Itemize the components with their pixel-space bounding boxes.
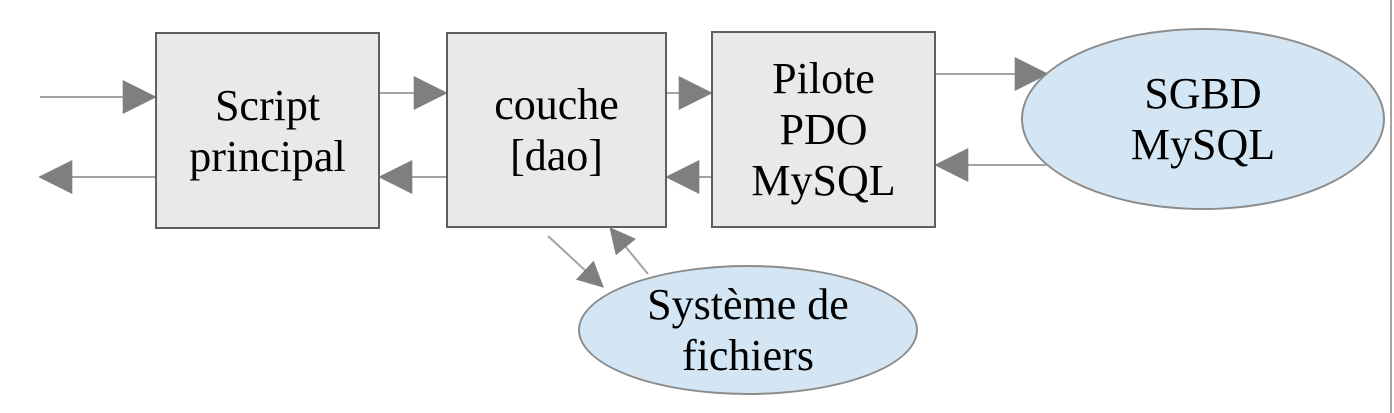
node-script-principal-label: Script principal <box>189 80 346 181</box>
node-systeme-fichiers-label: Système de fichiers <box>647 280 849 380</box>
node-sgbd-mysql: SGBD MySQL <box>1021 28 1385 210</box>
arrow-dao-to-fichiers <box>547 235 604 288</box>
node-couche-dao-label: couche [dao] <box>494 80 619 180</box>
node-couche-dao: couche [dao] <box>446 32 667 228</box>
node-systeme-fichiers: Système de fichiers <box>578 265 918 395</box>
node-script-principal: Script principal <box>155 32 380 229</box>
node-pilote-pdo-mysql: Pilote PDO MySQL <box>711 31 936 228</box>
node-pilote-pdo-mysql-label: Pilote PDO MySQL <box>751 54 896 205</box>
node-sgbd-mysql-label: SGBD MySQL <box>1130 69 1276 169</box>
arrow-fichiers-to-dao <box>609 226 649 275</box>
